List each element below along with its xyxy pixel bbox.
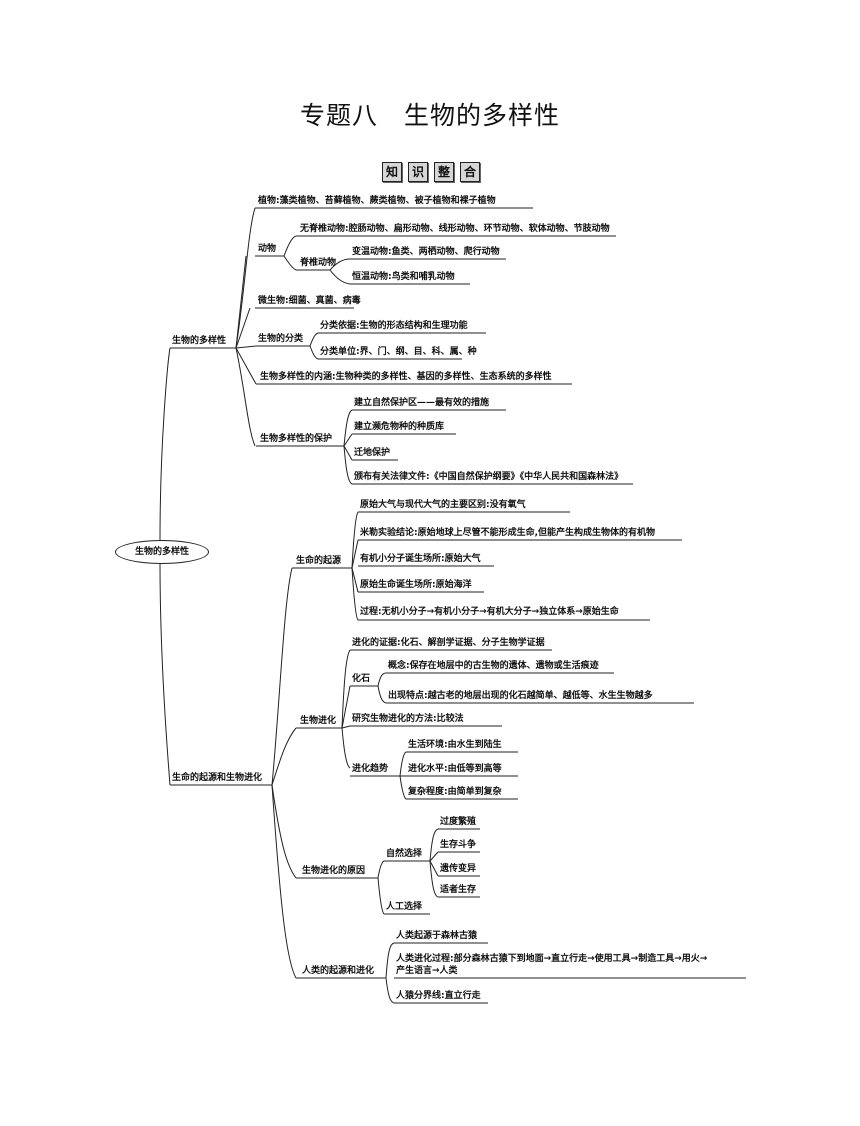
knowledge-badge: 知 识 整 合: [382, 162, 480, 182]
node-fossil-features: 出现特点:越古老的地层出现的化石越简单、越低等、水生生物越多: [388, 691, 653, 701]
node-human-1: 人类起源于森林古猿: [396, 931, 478, 941]
node-trend-1: 生活环境:由水生到陆生: [408, 740, 502, 750]
node-evidence: 进化的证据:化石、解剖学证据、分子生物学证据: [352, 638, 545, 648]
page-title: 专题八 生物的多样性: [299, 101, 560, 130]
node-biodiversity-meaning: 生物多样性的内涵:生物种类的多样性、基因的多样性、生态系统的多样性: [260, 372, 552, 382]
node-natural-2: 生存斗争: [440, 840, 477, 850]
node-human-3: 人猿分界线:直立行走: [396, 991, 481, 1001]
node-natural-3: 遗传变异: [440, 864, 477, 874]
node-origin-of-life: 生命的起源: [296, 556, 342, 566]
node-natural-selection: 自然选择: [386, 849, 423, 859]
node-protection-4: 颁布有关法律文件:《中国自然保护纲要》《中华人民共和国森林法》: [354, 472, 624, 482]
node-protection-1: 建立自然保护区——最有效的措施: [354, 398, 490, 408]
node-protection: 生物多样性的保护: [260, 434, 333, 444]
node-classification-units: 分类单位:界、门、纲、目、科、属、种: [320, 347, 477, 357]
node-microbes: 微生物:细菌、真菌、病毒: [258, 296, 361, 306]
node-origin-5: 过程:无机小分子→有机小分子→有机大分子→独立体系→原始生命: [360, 607, 619, 617]
node-origin-2: 米勒实验结论:原始地球上尽管不能形成生命,但能产生构成生物体的有机物: [360, 528, 656, 538]
node-human-2a: 人类进化过程:部分森林古猿下到地面→直立行走→使用工具→制造工具→用火→: [396, 954, 708, 964]
node-warm-blooded: 恒温动物:鸟类和哺乳动物: [352, 272, 455, 282]
node-protection-3: 迁地保护: [354, 448, 391, 458]
node-vertebrates: 脊椎动物: [300, 258, 337, 268]
node-trend-3: 复杂程度:由简单到复杂: [408, 787, 502, 797]
node-origin-1: 原始大气与现代大气的主要区别:没有氧气: [360, 500, 526, 510]
node-human-origin: 人类的起源和进化: [302, 966, 375, 976]
node-evolution-cause: 生物进化的原因: [302, 866, 366, 876]
root-node: 生物的多样性: [115, 540, 209, 564]
badge-char: 合: [460, 162, 480, 182]
node-animals: 动物: [258, 244, 277, 254]
node-fossil: 化石: [352, 674, 371, 684]
badge-char: 整: [434, 162, 454, 182]
node-natural-4: 适者生存: [440, 885, 477, 895]
node-evolution: 生物进化: [300, 716, 337, 726]
node-natural-1: 过度繁殖: [440, 817, 477, 827]
branch-biodiversity: 生物的多样性: [172, 336, 227, 346]
node-protection-2: 建立濒危物种的种质库: [354, 422, 445, 432]
node-artificial-selection: 人工选择: [386, 902, 423, 912]
node-origin-3: 有机小分子诞生场所:原始大气: [360, 554, 481, 564]
node-plants: 植物:藻类植物、苔藓植物、蕨类植物、被子植物和裸子植物: [258, 196, 496, 206]
node-classification: 生物的分类: [258, 334, 304, 344]
node-classification-basis: 分类依据:生物的形态结构和生理功能: [320, 321, 468, 331]
node-fossil-concept: 概念:保存在地层中的古生物的遗体、遗物或生活痕迹: [388, 661, 599, 671]
node-trend: 进化趋势: [352, 764, 389, 774]
branch-origin-evolution: 生命的起源和生物进化: [172, 773, 263, 783]
badge-char: 识: [408, 162, 428, 182]
node-trend-2: 进化水平:由低等到高等: [408, 764, 502, 774]
node-invertebrates: 无脊椎动物:腔肠动物、扁形动物、线形动物、环节动物、软体动物、节肢动物: [300, 224, 610, 234]
node-human-2b: 产生语言→人类: [396, 966, 458, 976]
node-method: 研究生物进化的方法:比较法: [352, 714, 464, 724]
node-origin-4: 原始生命诞生场所:原始海洋: [360, 580, 472, 590]
badge-char: 知: [382, 162, 402, 182]
node-cold-blooded: 变温动物:鱼类、两栖动物、爬行动物: [352, 247, 500, 257]
